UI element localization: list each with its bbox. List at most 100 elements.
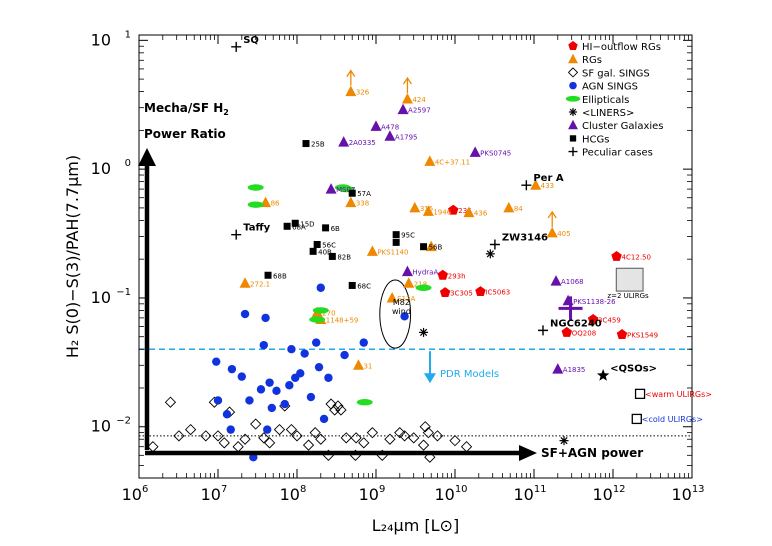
point-3-4: [227, 364, 237, 374]
point-2-32: [408, 432, 420, 444]
x-tick-label: 106: [122, 484, 149, 504]
point-5-0: [419, 327, 429, 337]
point-label: IC5063: [485, 289, 510, 297]
point-6-7: [550, 275, 562, 286]
legend-label-5: <LINERS>: [582, 108, 634, 119]
point-1-11: [366, 245, 378, 256]
legend-marker-5: [568, 107, 578, 117]
legend-marker-1: [568, 53, 578, 64]
point-4-1: [247, 201, 264, 208]
point-label: 405: [557, 230, 570, 238]
point-6-6: [401, 265, 413, 277]
y-tick-label: 10−2: [91, 416, 131, 436]
point-9-0: [596, 368, 610, 381]
point-3-21: [312, 338, 321, 347]
point-label: 57A: [357, 190, 371, 198]
point-2-24: [335, 404, 347, 416]
point-3-3: [226, 425, 235, 434]
point-2-4: [200, 430, 212, 442]
x-tick-label: 107: [201, 484, 228, 504]
point-2-37: [460, 441, 473, 453]
point-label: A1068: [561, 278, 584, 286]
point-2-42: [449, 435, 461, 447]
point-3-1: [213, 396, 223, 405]
point-label: 2A0335: [349, 139, 376, 147]
point-2-6: [212, 430, 224, 442]
point-label: SQ: [243, 35, 259, 46]
point-3-19: [300, 349, 309, 358]
pdr-arrow-head: [424, 373, 436, 384]
point-label: 293h: [448, 272, 466, 280]
point-1-6: [463, 206, 475, 218]
point-2-33: [417, 439, 430, 451]
point-3-18: [296, 369, 305, 378]
legend-label-7: HCGs: [582, 134, 609, 145]
plot-decorations: PDR Models: [139, 348, 692, 437]
point-2-9: [232, 441, 244, 453]
point-label: Taffy: [243, 223, 270, 234]
upper-arrow-head: [402, 76, 412, 85]
point-label: 56C: [322, 241, 336, 249]
point-7-7: [309, 247, 317, 255]
vertical-power-arrow-head: [138, 148, 156, 166]
point-label: 68B: [273, 272, 287, 280]
point-7-8: [328, 252, 336, 260]
legend-marker-6: [568, 119, 578, 130]
point-6-3: [338, 136, 350, 147]
point-3-8: [256, 385, 266, 394]
point-2-28: [366, 427, 379, 439]
point-1-4: [409, 201, 421, 213]
point-7-2: [291, 219, 299, 227]
point-10-0: [634, 388, 646, 400]
point-7-6: [313, 240, 321, 248]
point-label: PKS1549: [627, 332, 658, 340]
point-2-31: [398, 430, 411, 442]
point-label: PKS1138-26: [573, 298, 616, 306]
plot-frame: [138, 34, 693, 479]
point-label: 272.1: [250, 280, 270, 288]
point-label: ZW3146: [502, 232, 548, 243]
point-3-12: [267, 403, 277, 413]
point-4-0: [247, 184, 264, 191]
point-0-6: [616, 329, 628, 339]
point-2-0: [147, 441, 159, 453]
point-label: OQ208: [572, 329, 596, 337]
legend-marker-4: [565, 95, 581, 102]
point-1-17: [386, 291, 398, 303]
point-2-25: [340, 432, 352, 444]
point-label: Per A: [533, 173, 564, 184]
legend-marker-8: [568, 147, 578, 157]
point-label: <QSOs>: [610, 363, 657, 374]
point-label: 424: [412, 96, 426, 104]
point-1-3: [345, 196, 357, 208]
point-label: 236: [458, 207, 472, 215]
legend-label-0: HI−outflow RGs: [582, 42, 661, 53]
point-3-25: [324, 373, 333, 382]
point-2-20: [315, 433, 327, 445]
point-0-5: [587, 314, 599, 324]
vertical-arrow-label-2: Power Ratio: [144, 127, 226, 141]
point-label: 1148+59: [326, 317, 359, 325]
legend-marker-3: [569, 81, 577, 90]
y-tick-label: 10−1: [91, 287, 131, 307]
point-label: 1946: [433, 208, 451, 216]
point-1-16: [425, 240, 437, 252]
point-4-6: [356, 399, 373, 406]
point-0-4: [561, 326, 573, 337]
horizontal-arrow-label: SF+AGN power: [541, 446, 643, 460]
point-7-11: [348, 281, 356, 289]
point-2-29: [384, 433, 396, 445]
point-0-3: [475, 286, 486, 297]
point-2-35: [422, 427, 434, 439]
point-2-14: [273, 423, 286, 436]
point-1-5: [422, 205, 434, 216]
point-8-0: [231, 41, 242, 52]
point-3-28: [400, 312, 409, 321]
point-1-12: [239, 277, 251, 288]
point-7-4: [322, 224, 330, 232]
point-4-7: [309, 316, 326, 323]
point-label: MS07: [336, 186, 355, 194]
